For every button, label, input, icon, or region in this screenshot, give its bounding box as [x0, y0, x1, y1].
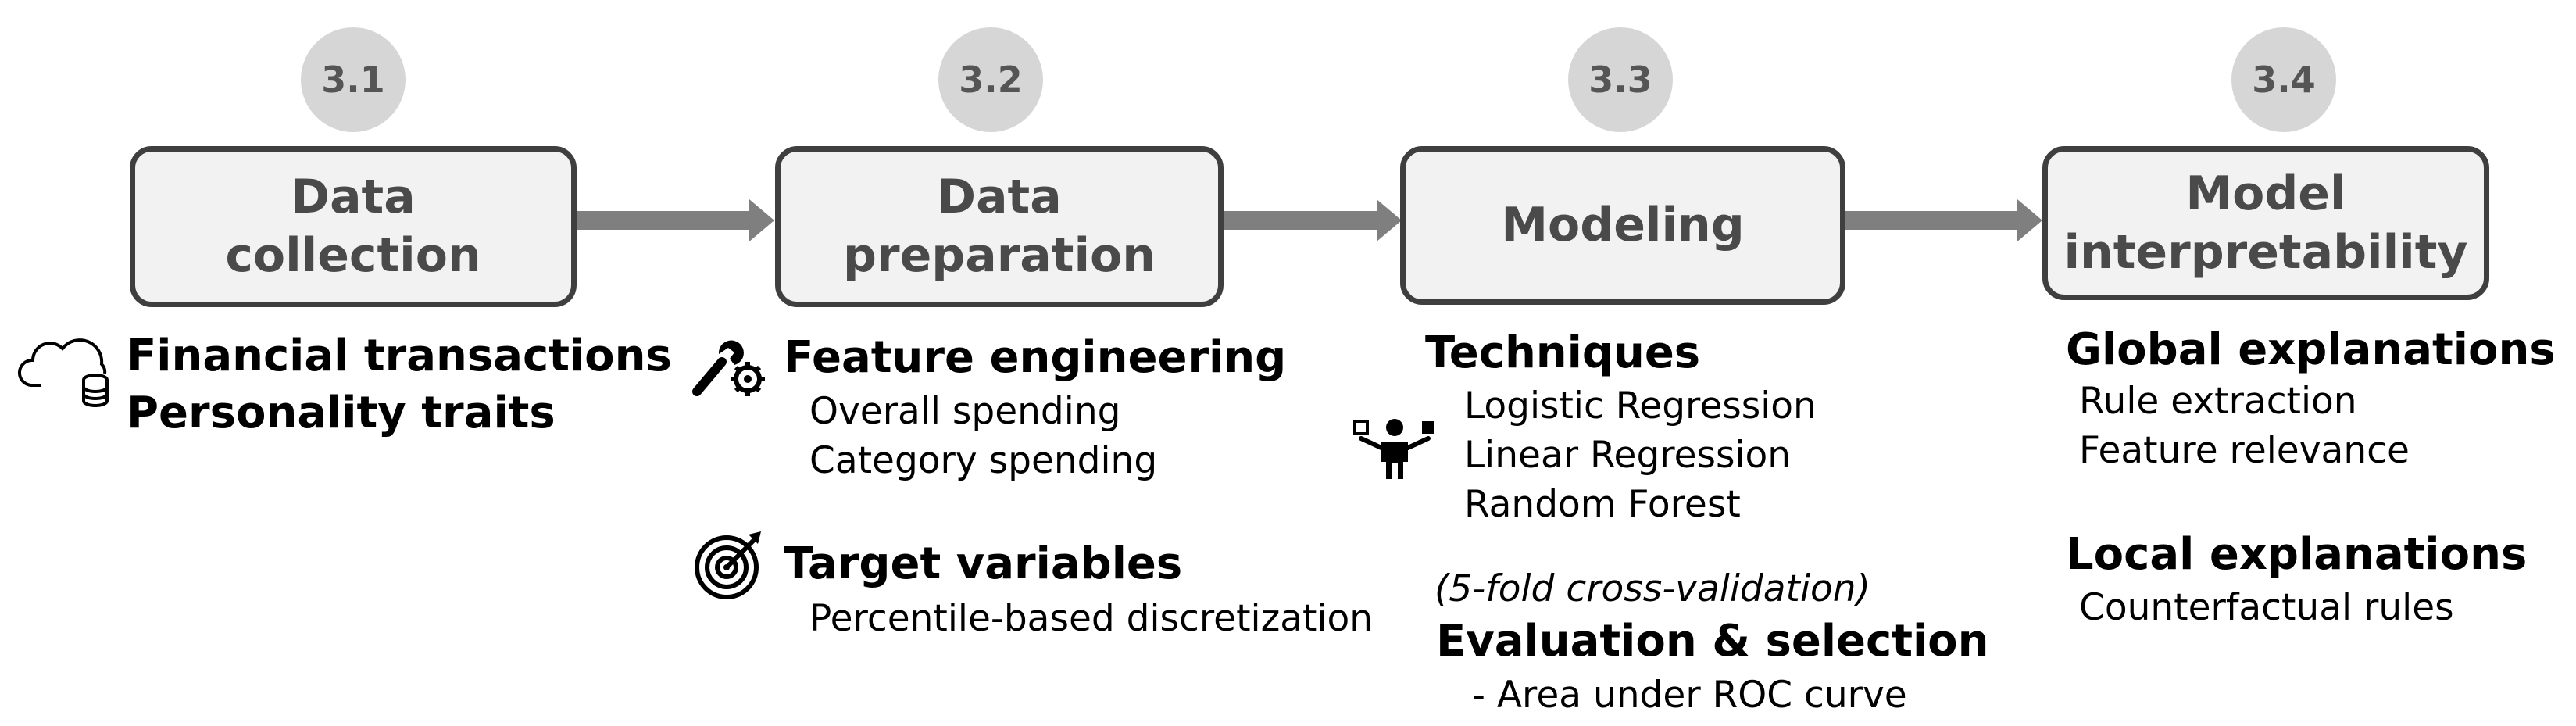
feature-engineering-heading: Feature engineering: [784, 332, 1287, 383]
step-title-line: Data: [937, 170, 1062, 224]
person-choosing-icon: [1353, 419, 1434, 479]
evaluation-heading: Evaluation & selection: [1436, 616, 1989, 667]
cloud-database-icon: [18, 338, 109, 407]
techniques-heading: Techniques: [1425, 327, 1701, 378]
step-title-line: interpretability: [2063, 224, 2468, 280]
step-title-line: collection: [225, 228, 481, 283]
feature-item: Overall spending: [809, 390, 1121, 433]
collection-item: Financial transactions: [127, 331, 672, 381]
flow-arrow: [1841, 199, 2042, 241]
step-title-line: Data: [291, 170, 416, 224]
step-title-line: Modeling: [1501, 198, 1745, 252]
global-item: Rule extraction: [2079, 380, 2357, 423]
step-number-badge: 3.2: [938, 27, 1043, 132]
flow-arrow: [573, 199, 774, 241]
collection-item: Personality traits: [127, 388, 556, 438]
technique-item: Logistic Regression: [1464, 384, 1817, 427]
global-explanations-heading: Global explanations: [2066, 324, 2556, 375]
target-variables-heading: Target variables: [784, 538, 1183, 589]
local-explanations-heading: Local explanations: [2066, 529, 2528, 580]
target-icon: [695, 531, 761, 599]
step-number-badge: 3.1: [301, 27, 406, 132]
validation-note: (5-fold cross-validation): [1434, 567, 1870, 610]
local-item: Counterfactual rules: [2079, 586, 2454, 629]
technique-item: Random Forest: [1464, 483, 1741, 526]
step-title-line: Model: [2185, 166, 2346, 221]
flow-arrow: [1220, 199, 1402, 241]
step-box-modeling: Modeling: [1400, 146, 1845, 305]
technique-item: Linear Regression: [1464, 434, 1792, 477]
evaluation-item: - Area under ROC curve: [1472, 674, 1907, 717]
step-title-line: preparation: [843, 228, 1156, 283]
tools-gear-icon: [692, 340, 765, 396]
feature-item: Category spending: [809, 439, 1158, 482]
step-number-badge: 3.3: [1568, 27, 1673, 132]
step-number-badge: 3.4: [2231, 27, 2336, 132]
global-item: Feature relevance: [2079, 429, 2410, 472]
target-item: Percentile-based discretization: [809, 597, 1374, 640]
